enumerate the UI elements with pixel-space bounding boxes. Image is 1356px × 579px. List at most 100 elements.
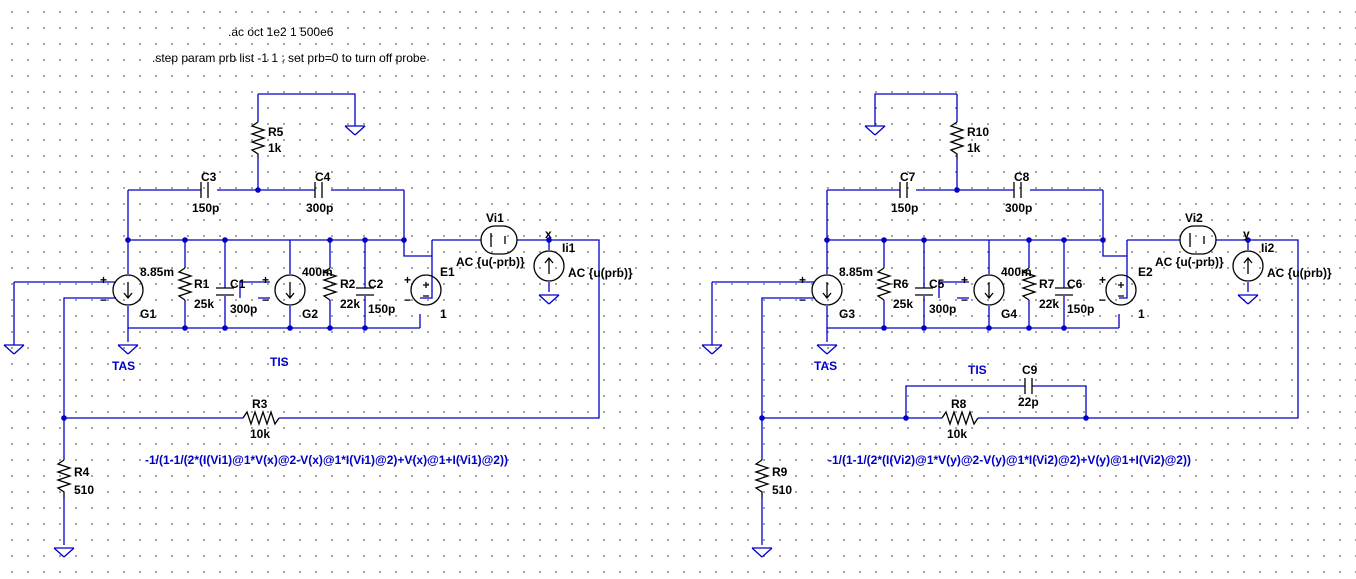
vi1-name[interactable]: Vi1 <box>486 211 504 225</box>
tas-label[interactable]: TAS <box>112 359 135 373</box>
r2-resistor <box>321 267 339 301</box>
c9-name[interactable]: C9 <box>1022 363 1038 377</box>
node-x-label[interactable]: x <box>545 227 552 241</box>
c7-capacitor <box>899 182 908 198</box>
tis-label-right[interactable]: TIS <box>968 363 987 377</box>
ii1-name[interactable]: Ii1 <box>562 241 576 255</box>
r9-value[interactable]: 510 <box>772 483 792 497</box>
ii1-value[interactable]: AC {u(prb)} <box>568 266 633 280</box>
svg-text:+: + <box>262 273 269 287</box>
svg-text:−: − <box>262 293 269 307</box>
r2-name[interactable]: R2 <box>340 277 356 291</box>
e1-name[interactable]: E1 <box>440 265 455 279</box>
r3-resistor <box>242 409 280 427</box>
c6-value[interactable]: 150p <box>1067 302 1094 316</box>
c2-name[interactable]: C2 <box>368 277 384 291</box>
e2-gain[interactable]: 1 <box>1138 307 1145 321</box>
c5-name[interactable]: C5 <box>929 277 945 291</box>
svg-text:−: − <box>100 293 107 307</box>
probe-expression-right[interactable]: -1/(1-1/(2*(I(Vi2)@1*V(y)@2-V(y)@1*I(Vi2… <box>828 453 1191 467</box>
tis-label[interactable]: TIS <box>270 355 289 369</box>
r8-value[interactable]: 10k <box>947 427 967 441</box>
g2-name[interactable]: G2 <box>302 307 318 321</box>
vi2-source <box>1179 225 1217 255</box>
r5-resistor <box>249 121 267 158</box>
step-directive[interactable]: .step param prb list -1 1 ; set prb=0 to… <box>152 51 427 65</box>
g1-name[interactable]: G1 <box>140 307 156 321</box>
g1-gain[interactable]: 8.85m <box>140 265 174 279</box>
node-y-label[interactable]: y <box>1243 227 1250 241</box>
vi1-value[interactable]: AC {u(-prb)} <box>456 255 525 269</box>
c2-capacitor <box>356 287 374 296</box>
g1-source <box>112 274 144 306</box>
c4-name[interactable]: C4 <box>315 170 331 184</box>
c7-value[interactable]: 150p <box>891 201 918 215</box>
svg-text:+: + <box>100 273 107 287</box>
c3-value[interactable]: 150p <box>192 201 219 215</box>
r5-name[interactable]: R5 <box>268 125 284 139</box>
c3-capacitor <box>200 182 209 198</box>
r6-value[interactable]: 25k <box>893 297 913 311</box>
g2-gain[interactable]: 400m <box>302 265 333 279</box>
r10-value[interactable]: 1k <box>967 141 981 155</box>
c4-value[interactable]: 300p <box>306 201 333 215</box>
r5-value[interactable]: 1k <box>268 141 282 155</box>
svg-text:+: + <box>404 273 411 287</box>
r9-name[interactable]: R9 <box>772 465 788 479</box>
svg-text:+: + <box>799 273 806 287</box>
r8-name[interactable]: R8 <box>951 397 967 411</box>
c6-capacitor <box>1055 287 1073 296</box>
r10-name[interactable]: R10 <box>967 125 989 139</box>
e2-source <box>1105 274 1137 306</box>
c1-name[interactable]: C1 <box>230 277 246 291</box>
r3-name[interactable]: R3 <box>252 397 268 411</box>
r4-value[interactable]: 510 <box>74 483 94 497</box>
r7-resistor <box>1020 267 1038 301</box>
right-circuit: + − + − + − R10 1k C7 150p C8 300p Vi2 A… <box>701 93 1332 558</box>
c4-capacitor <box>314 182 323 198</box>
e2-name[interactable]: E2 <box>1138 265 1153 279</box>
c9-capacitor <box>1024 378 1033 394</box>
vi2-name[interactable]: Vi2 <box>1185 211 1203 225</box>
r1-name[interactable]: R1 <box>194 277 210 291</box>
c5-value[interactable]: 300p <box>929 302 956 316</box>
r2-value[interactable]: 22k <box>340 297 360 311</box>
ii2-source <box>1232 250 1264 282</box>
tas-label-right[interactable]: TAS <box>814 359 837 373</box>
ii2-name[interactable]: Ii2 <box>1261 241 1275 255</box>
r7-value[interactable]: 22k <box>1039 297 1059 311</box>
e1-gain[interactable]: 1 <box>440 307 447 321</box>
c8-value[interactable]: 300p <box>1005 201 1032 215</box>
vi2-value[interactable]: AC {u(-prb)} <box>1155 255 1224 269</box>
g4-name[interactable]: G4 <box>1001 307 1017 321</box>
c7-name[interactable]: C7 <box>900 170 916 184</box>
r7-name[interactable]: R7 <box>1039 277 1055 291</box>
left-circuit: + − + − + − R5 1k C3 150p C4 300p Vi1 AC… <box>3 93 633 558</box>
c6-name[interactable]: C6 <box>1067 277 1083 291</box>
r4-name[interactable]: R4 <box>74 465 90 479</box>
g4-gain[interactable]: 400m <box>1001 265 1032 279</box>
svg-text:−: − <box>799 293 806 307</box>
r1-value[interactable]: 25k <box>194 297 214 311</box>
ii1-source <box>533 250 565 282</box>
probe-expression-left[interactable]: -1/(1-1/(2*(I(Vi1)@1*V(x)@2-V(x)@1*I(Vi1… <box>145 453 508 467</box>
g3-source <box>811 274 843 306</box>
r10-resistor <box>948 121 966 158</box>
ii2-value[interactable]: AC {u(prb)} <box>1267 266 1332 280</box>
r4-resistor <box>55 459 73 498</box>
c3-name[interactable]: C3 <box>201 170 217 184</box>
r6-name[interactable]: R6 <box>893 277 909 291</box>
g3-name[interactable]: G3 <box>839 307 855 321</box>
c1-value[interactable]: 300p <box>230 302 257 316</box>
c9-value[interactable]: 22p <box>1018 395 1039 409</box>
c5-capacitor <box>915 287 933 296</box>
c2-value[interactable]: 150p <box>368 302 395 316</box>
ac-directive[interactable]: .ac oct 1e2 1 500e6 <box>228 25 334 39</box>
r3-value[interactable]: 10k <box>250 427 270 441</box>
c8-name[interactable]: C8 <box>1014 170 1030 184</box>
g3-gain[interactable]: 8.85m <box>839 265 873 279</box>
r6-resistor <box>875 267 893 301</box>
svg-text:−: − <box>404 293 411 307</box>
